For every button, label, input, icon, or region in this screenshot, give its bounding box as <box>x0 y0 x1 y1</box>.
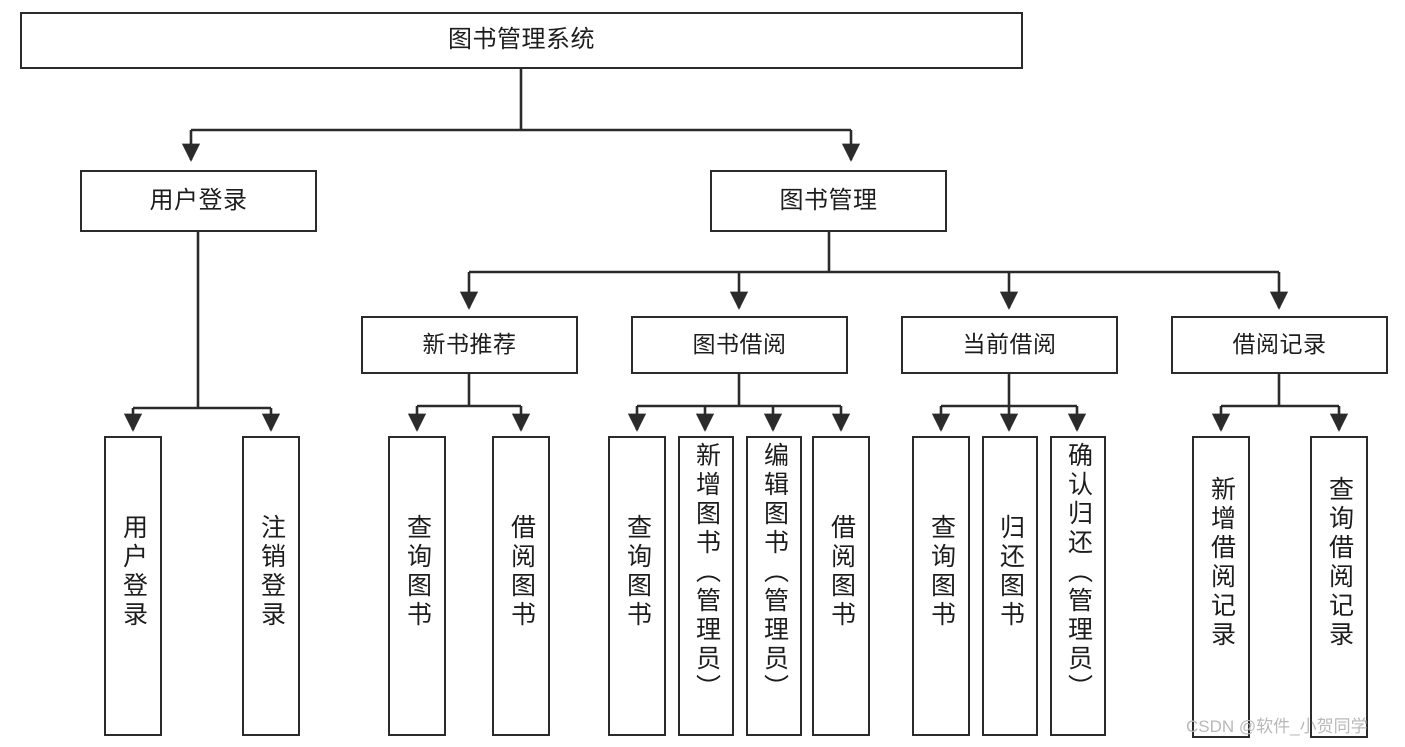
node-user-login-label: 用户登录 <box>149 186 248 214</box>
leaf-borrow-add-book-admin-label: 新增图书（管理员） <box>692 442 721 703</box>
leaf-user-login-signin-label: 用户登录 <box>119 514 148 630</box>
leaf-current-confirm-return-admin-label: 确认归还（管理员） <box>1064 442 1093 703</box>
leaf-record-query-record[interactable]: 查询借阅记录 <box>1310 436 1368 738</box>
leaf-user-login-signout-label: 注销登录 <box>257 514 286 630</box>
leaf-current-confirm-return-admin[interactable]: 确认归还（管理员） <box>1050 436 1106 736</box>
leaf-user-login-signout[interactable]: 注销登录 <box>242 436 300 736</box>
node-borrow-record[interactable]: 借阅记录 <box>1171 316 1388 374</box>
leaf-record-add-record[interactable]: 新增借阅记录 <box>1192 436 1250 738</box>
node-current-borrow[interactable]: 当前借阅 <box>901 316 1118 374</box>
leaf-borrow-edit-book-admin[interactable]: 编辑图书（管理员） <box>746 436 802 736</box>
leaf-current-return-book-label: 归还图书 <box>996 514 1025 630</box>
leaf-recommend-query-book-label: 查询图书 <box>403 514 432 630</box>
node-root[interactable]: 图书管理系统 <box>20 12 1023 69</box>
leaf-borrow-borrow-book[interactable]: 借阅图书 <box>812 436 870 736</box>
leaf-borrow-query-book[interactable]: 查询图书 <box>608 436 666 736</box>
node-book-borrow[interactable]: 图书借阅 <box>631 316 848 374</box>
leaf-recommend-query-book[interactable]: 查询图书 <box>388 436 446 736</box>
leaf-recommend-borrow-book[interactable]: 借阅图书 <box>492 436 550 736</box>
leaf-record-add-record-label: 新增借阅记录 <box>1207 476 1236 650</box>
node-new-book-recommend[interactable]: 新书推荐 <box>361 316 578 374</box>
leaf-user-login-signin[interactable]: 用户登录 <box>104 436 162 736</box>
leaf-borrow-borrow-book-label: 借阅图书 <box>827 514 856 630</box>
leaf-current-query-book-label: 查询图书 <box>927 514 956 630</box>
leaf-current-return-book[interactable]: 归还图书 <box>982 436 1038 736</box>
node-user-login[interactable]: 用户登录 <box>80 170 317 232</box>
leaf-borrow-query-book-label: 查询图书 <box>623 514 652 630</box>
leaf-record-query-record-label: 查询借阅记录 <box>1325 476 1354 650</box>
leaf-recommend-borrow-book-label: 借阅图书 <box>507 514 536 630</box>
leaf-borrow-add-book-admin[interactable]: 新增图书（管理员） <box>678 436 734 736</box>
node-new-book-recommend-label: 新书推荐 <box>422 331 517 358</box>
node-book-management-label: 图书管理 <box>779 186 878 214</box>
node-root-label: 图书管理系统 <box>448 26 595 54</box>
node-book-borrow-label: 图书借阅 <box>692 331 787 358</box>
node-book-management[interactable]: 图书管理 <box>710 170 947 232</box>
leaf-borrow-edit-book-admin-label: 编辑图书（管理员） <box>760 442 789 703</box>
leaf-current-query-book[interactable]: 查询图书 <box>912 436 970 736</box>
node-borrow-record-label: 借阅记录 <box>1232 331 1327 358</box>
csdn-watermark: CSDN @软件_小贺同学 <box>1186 717 1368 736</box>
node-current-borrow-label: 当前借阅 <box>962 331 1057 358</box>
